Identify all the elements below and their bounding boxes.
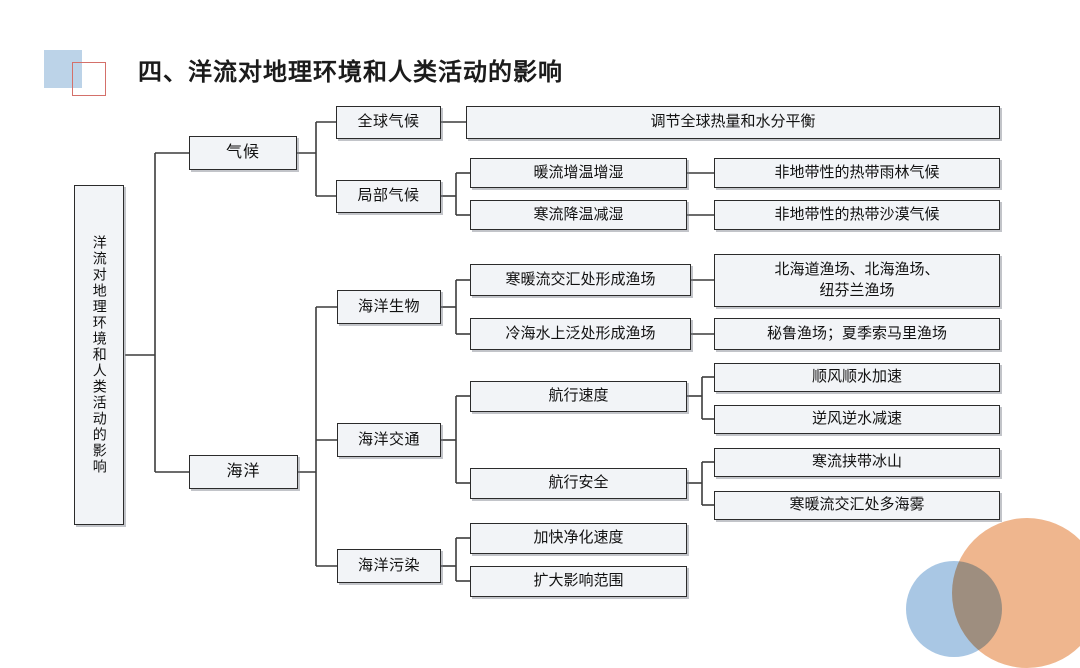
- node-faster-purification-label: 加快净化速度: [533, 529, 624, 547]
- node-tropical-rainforest-climate-label: 非地带性的热带雨林气候: [774, 163, 940, 181]
- node-warm-current-warming[interactable]: 暖流增温增湿: [470, 158, 687, 188]
- node-ocean[interactable]: 海洋: [189, 455, 298, 489]
- node-global-heat-balance-label: 调节全球热量和水分平衡: [650, 113, 816, 131]
- decorative-red-outline-square: [72, 62, 106, 96]
- node-root[interactable]: 洋流对地理环境和人类活动的影响: [74, 185, 124, 525]
- node-marine-transport[interactable]: 海洋交通: [337, 423, 441, 457]
- node-sailing-speed-label: 航行速度: [548, 387, 609, 405]
- node-sea-fog-label: 寒暖流交汇处多海雾: [789, 496, 925, 514]
- node-sailing-safety-label: 航行安全: [548, 474, 609, 492]
- node-marine-pollution[interactable]: 海洋污染: [337, 549, 441, 583]
- node-sea-fog[interactable]: 寒暖流交汇处多海雾: [714, 491, 1000, 520]
- node-climate-label: 气候: [225, 144, 260, 161]
- node-marine-biology[interactable]: 海洋生物: [337, 290, 441, 324]
- node-sailing-speed[interactable]: 航行速度: [470, 381, 687, 412]
- node-wider-impact-range-label: 扩大影响范围: [533, 572, 624, 590]
- node-marine-biology-label: 海洋生物: [357, 297, 420, 315]
- node-tropical-rainforest-climate[interactable]: 非地带性的热带雨林气候: [714, 158, 1000, 188]
- node-fishery-names-north[interactable]: 北海道渔场、北海渔场、 纽芬兰渔场: [714, 254, 1000, 307]
- node-sailing-safety[interactable]: 航行安全: [470, 468, 687, 499]
- node-marine-transport-label: 海洋交通: [357, 430, 420, 448]
- node-root-label: 洋流对地理环境和人类活动的影响: [91, 235, 108, 475]
- node-faster-purification[interactable]: 加快净化速度: [470, 523, 687, 554]
- node-current-convergence-fishery-label: 寒暖流交汇处形成渔场: [505, 270, 656, 288]
- node-upwelling-fishery[interactable]: 冷海水上泛处形成渔场: [470, 318, 691, 350]
- connector-lines: [125, 121, 714, 582]
- node-cold-current-iceberg[interactable]: 寒流挟带冰山: [714, 448, 1000, 477]
- node-headwind-deceleration[interactable]: 逆风逆水减速: [714, 405, 1000, 434]
- decorative-blue-square: [44, 50, 82, 88]
- node-climate[interactable]: 气候: [189, 136, 297, 170]
- node-tropical-desert-climate[interactable]: 非地带性的热带沙漠气候: [714, 200, 1000, 230]
- node-ocean-label: 海洋: [226, 463, 261, 480]
- node-current-convergence-fishery[interactable]: 寒暖流交汇处形成渔场: [470, 264, 691, 296]
- slide-canvas: 四、洋流对地理环境和人类活动的影响: [44, 50, 1080, 668]
- node-upwelling-fishery-label: 冷海水上泛处形成渔场: [505, 324, 656, 342]
- node-cold-current-cooling[interactable]: 寒流降温减湿: [470, 200, 687, 230]
- node-cold-current-cooling-label: 寒流降温减湿: [533, 205, 624, 223]
- node-fishery-names-north-line2: 纽芬兰渔场: [819, 281, 895, 299]
- node-fishery-names-north-line1: 北海道渔场、北海渔场、: [774, 261, 940, 279]
- node-warm-current-warming-label: 暖流增温增湿: [533, 163, 624, 181]
- node-tailwind-acceleration-label: 顺风顺水加速: [811, 368, 902, 386]
- node-fishery-names-peru-label: 秘鲁渔场；夏季索马里渔场: [766, 324, 947, 342]
- node-global-heat-balance[interactable]: 调节全球热量和水分平衡: [466, 106, 1000, 139]
- page-title: 四、洋流对地理环境和人类活动的影响: [138, 59, 563, 86]
- node-tropical-desert-climate-label: 非地带性的热带沙漠气候: [774, 205, 940, 223]
- node-global-climate[interactable]: 全球气候: [336, 106, 441, 139]
- node-tailwind-acceleration[interactable]: 顺风顺水加速: [714, 363, 1000, 392]
- node-global-climate-label: 全球气候: [357, 113, 420, 131]
- node-fishery-names-peru[interactable]: 秘鲁渔场；夏季索马里渔场: [714, 318, 1000, 350]
- node-cold-current-iceberg-label: 寒流挟带冰山: [811, 453, 902, 471]
- node-local-climate-label: 局部气候: [357, 187, 420, 205]
- node-headwind-deceleration-label: 逆风逆水减速: [811, 410, 902, 428]
- node-local-climate[interactable]: 局部气候: [336, 180, 441, 213]
- node-marine-pollution-label: 海洋污染: [357, 556, 420, 574]
- node-wider-impact-range[interactable]: 扩大影响范围: [470, 566, 687, 597]
